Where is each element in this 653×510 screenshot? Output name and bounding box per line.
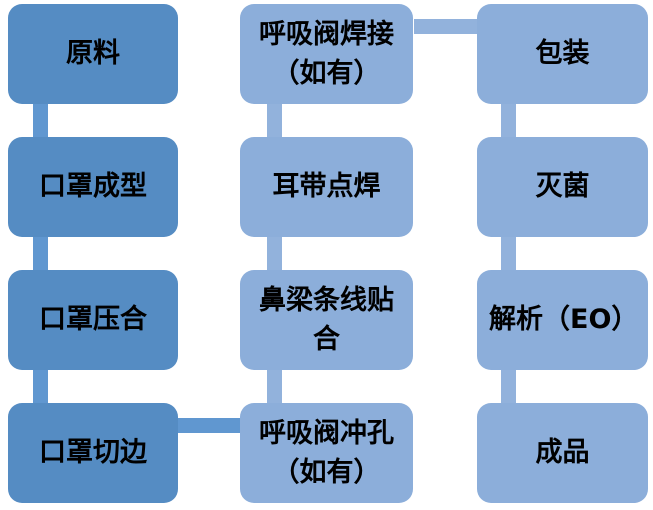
- node-valve-welding: 呼吸阀焊接（如有）: [240, 4, 413, 104]
- node-finished-product: 成品: [477, 403, 648, 503]
- node-mask-trimming: 口罩切边: [8, 403, 178, 503]
- connector-packaging-to-sterilization: [501, 104, 516, 137]
- connector-mask-pressing-to-mask-trimming: [33, 370, 48, 403]
- connector-earloop-welding-to-nose-strip: [267, 237, 282, 270]
- node-eo-desorption: 解析（EO）: [477, 270, 648, 370]
- node-mask-pressing: 口罩压合: [8, 270, 178, 370]
- connector-mask-forming-to-mask-pressing: [33, 237, 48, 270]
- node-packaging: 包装: [477, 4, 648, 104]
- connector-valve-welding-to-packaging: [414, 19, 478, 34]
- node-nose-strip: 鼻梁条线贴合: [240, 270, 413, 370]
- node-mask-forming: 口罩成型: [8, 137, 178, 237]
- connector-nose-strip-to-valve-punching: [267, 370, 282, 403]
- connector-sterilization-to-eo-desorption: [501, 237, 516, 270]
- node-valve-punching: 呼吸阀冲孔（如有）: [240, 403, 413, 503]
- node-earloop-welding: 耳带点焊: [240, 137, 413, 237]
- node-sterilization: 灭菌: [477, 137, 648, 237]
- node-raw-material: 原料: [8, 4, 178, 104]
- connector-eo-desorption-to-finished-product: [501, 370, 516, 403]
- connector-valve-welding-to-earloop-welding: [267, 104, 282, 137]
- connector-mask-trimming-to-valve-punching: [178, 418, 242, 433]
- connector-raw-material-to-mask-forming: [33, 104, 48, 137]
